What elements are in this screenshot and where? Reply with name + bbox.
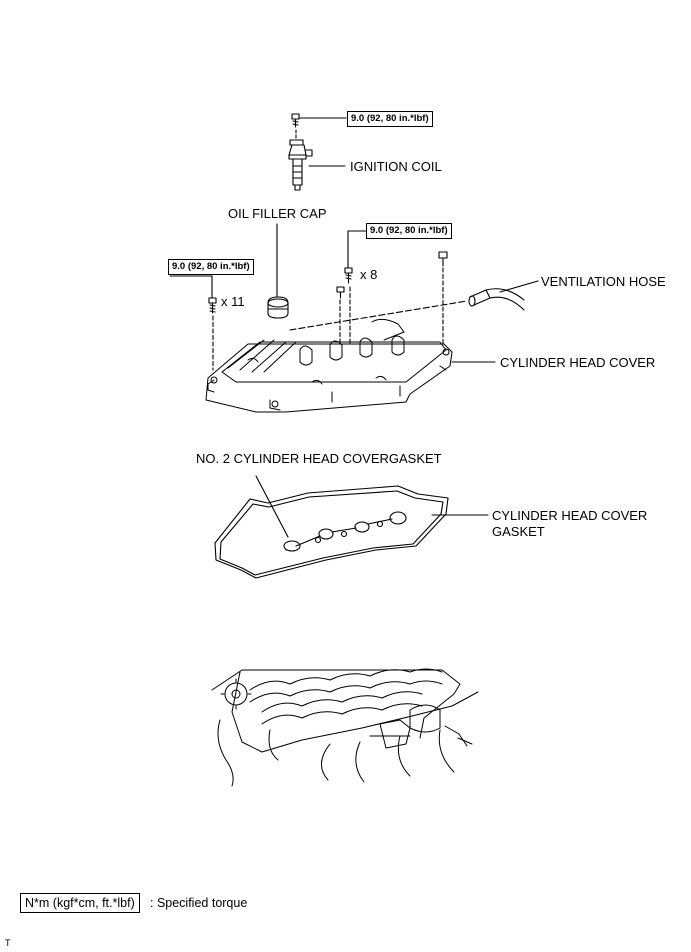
label-cylinder-head-cover-gasket-line2: GASKET bbox=[492, 524, 545, 539]
bolt-count-rear: x 8 bbox=[360, 267, 378, 282]
ventilation-hose-icon bbox=[468, 288, 525, 311]
bolt-rear-icon bbox=[344, 267, 353, 284]
cylinder-head-cover-icon bbox=[205, 318, 453, 413]
label-cylinder-head-cover: CYLINDER HEAD COVER bbox=[500, 355, 656, 370]
engine-camshaft-icon bbox=[211, 668, 479, 787]
label-oil-filler-cap: OIL FILLER CAP bbox=[228, 206, 327, 221]
legend-torque-symbol: N*m (kgf*cm, ft.*lbf) bbox=[20, 893, 140, 913]
torque-spec-rear-bolts: 9.0 (92, 80 in.*lbf) bbox=[366, 223, 452, 239]
oil-filler-cap-icon bbox=[267, 296, 289, 319]
legend-torque-description: : Specified torque bbox=[150, 896, 248, 910]
cylinder-head-cover-gasket-icon bbox=[214, 485, 449, 579]
label-ignition-coil: IGNITION COIL bbox=[350, 159, 442, 174]
torque-spec-coil-bolt: 9.0 (92, 80 in.*lbf) bbox=[347, 111, 433, 127]
label-cylinder-head-cover-gasket-line1: CYLINDER HEAD COVER bbox=[492, 508, 648, 523]
footer-mark: T bbox=[5, 938, 11, 948]
label-no2-cylinder-head-cover-gasket: NO. 2 CYLINDER HEAD COVERGASKET bbox=[196, 451, 442, 466]
ignition-coil-icon bbox=[288, 139, 313, 191]
nut-icon bbox=[438, 251, 448, 267]
bolt-small-icon bbox=[336, 286, 345, 299]
bolt-count-front: x 11 bbox=[221, 294, 245, 309]
bolt-front-icon bbox=[208, 297, 217, 314]
ignition-coil-bolt-icon bbox=[291, 113, 300, 128]
label-ventilation-hose: VENTILATION HOSE bbox=[541, 274, 666, 289]
torque-spec-front-bolts: 9.0 (92, 80 in.*lbf) bbox=[168, 259, 254, 275]
